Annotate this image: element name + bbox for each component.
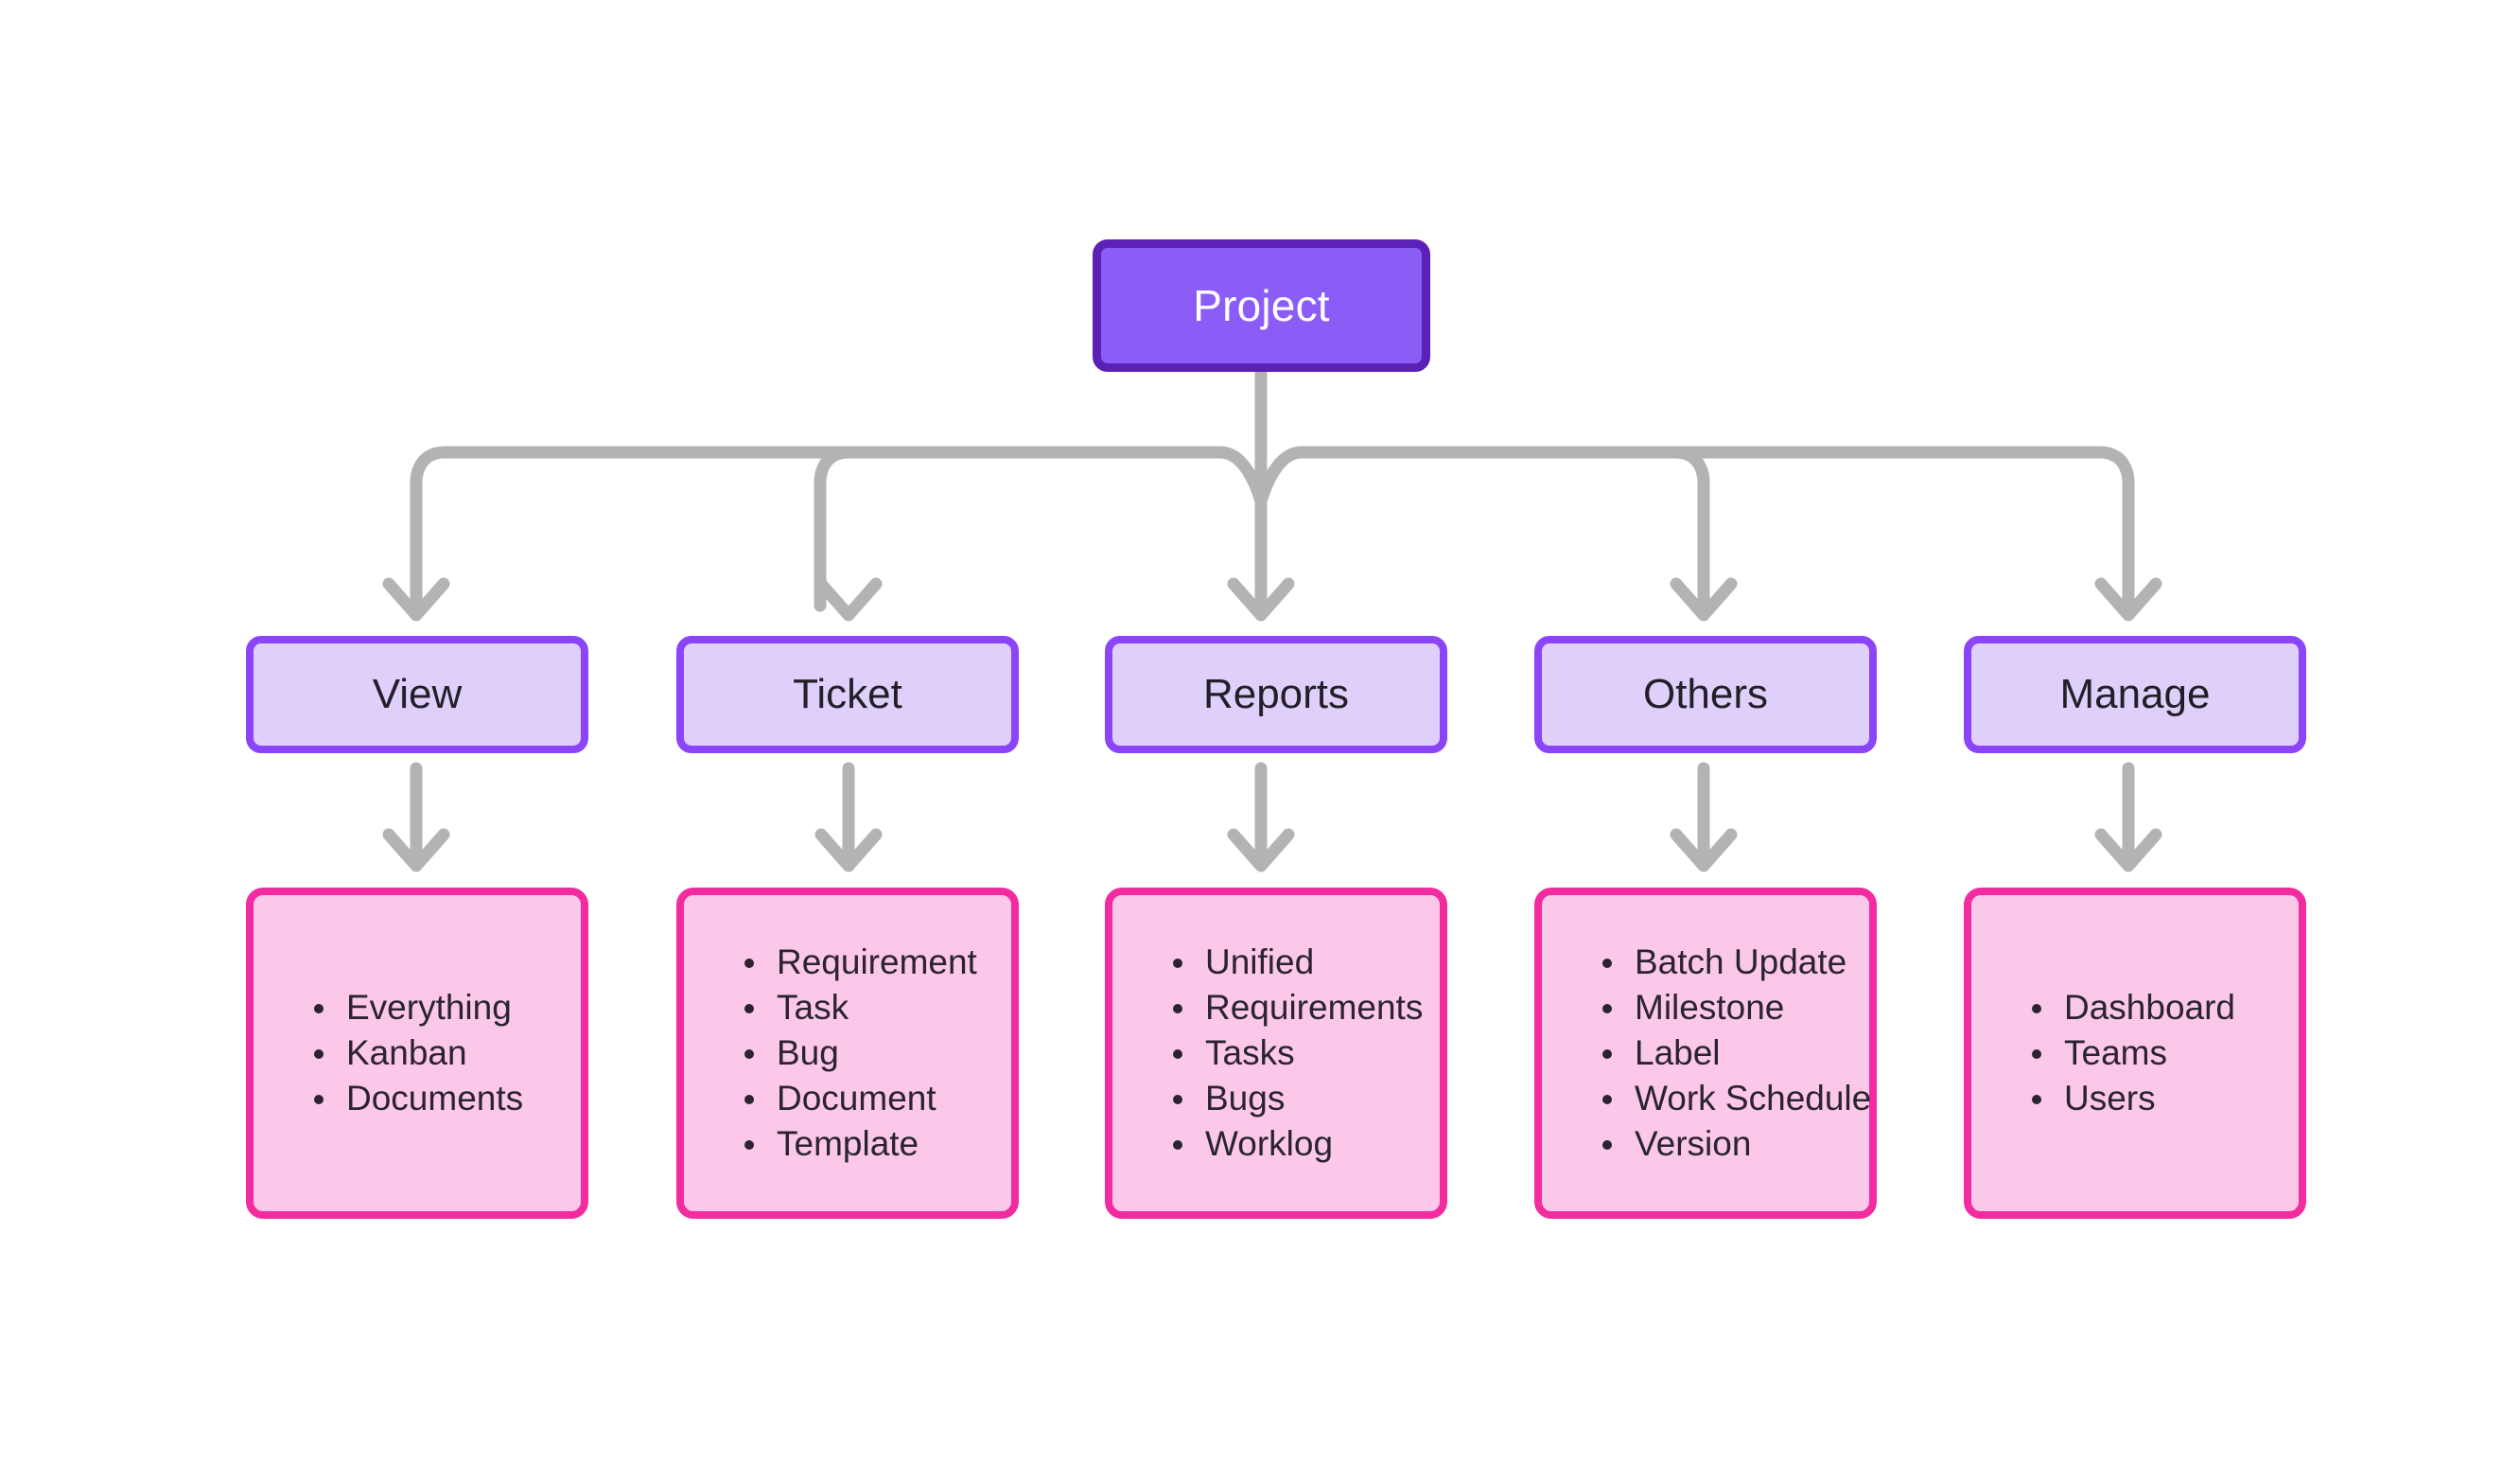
leaf-list-item: Template xyxy=(743,1121,977,1167)
leaf-list-item: Unified xyxy=(1171,940,1423,985)
leaf-list-item: Users xyxy=(2030,1076,2235,1121)
arrowhead-reports-leaf xyxy=(1227,828,1295,872)
node-reports-label: Reports xyxy=(1202,671,1350,717)
node-view[interactable]: View xyxy=(246,636,588,753)
leaf-list-item: Bug xyxy=(743,1030,977,1076)
arrowhead-manage-leaf xyxy=(2094,828,2162,872)
node-manage-label: Manage xyxy=(2059,671,2211,717)
connector-bus-right-2 xyxy=(1295,446,1710,612)
node-reports[interactable]: Reports xyxy=(1105,636,1447,753)
node-view-label: View xyxy=(372,671,463,717)
connector-bus-left xyxy=(410,446,1268,612)
node-project-label: Project xyxy=(1193,281,1330,330)
arrowhead-manage xyxy=(2094,577,2162,622)
leaf-list-item: Work Schedule xyxy=(1601,1076,1871,1121)
node-ticket-label: Ticket xyxy=(793,671,902,717)
leaf-list-item: Requirements xyxy=(1171,985,1423,1030)
leaf-list-item: Everything xyxy=(312,985,523,1030)
leaf-list-item: Label xyxy=(1601,1030,1871,1076)
arrowhead-view-leaf xyxy=(382,828,450,872)
leaf-list-item: Bugs xyxy=(1171,1076,1423,1121)
leaf-list-item: Kanban xyxy=(312,1030,523,1076)
leaf-list-item: Documents xyxy=(312,1076,523,1121)
leaf-list-item: Tasks xyxy=(1171,1030,1423,1076)
leaf-list-item: Batch Update xyxy=(1601,940,1871,985)
leaf-list-item: Requirement xyxy=(743,940,977,985)
arrowhead-reports xyxy=(1227,577,1295,622)
leaf-list-item: Worklog xyxy=(1171,1121,1423,1167)
node-manage[interactable]: Manage xyxy=(1964,636,2306,753)
leaf-list-item: Version xyxy=(1601,1121,1871,1167)
node-project[interactable]: Project xyxy=(1093,239,1430,372)
arrowhead-others-leaf xyxy=(1670,828,1738,872)
leaf-list-item: Task xyxy=(743,985,977,1030)
arrowhead-ticket-leaf xyxy=(814,828,883,872)
leaf-list-item: Dashboard xyxy=(2030,985,2235,1030)
arrowhead-ticket xyxy=(814,577,883,622)
node-ticket[interactable]: Ticket xyxy=(676,636,1019,753)
connector-bus-left-2 xyxy=(814,446,1227,612)
node-others[interactable]: Others xyxy=(1534,636,1877,753)
arrowhead-others xyxy=(1670,577,1738,622)
connector-bus-right xyxy=(1254,446,2135,612)
leaf-list-item: Milestone xyxy=(1601,985,1871,1030)
node-others-label: Others xyxy=(1642,671,1769,717)
leaf-list-item: Teams xyxy=(2030,1030,2235,1076)
arrowhead-view xyxy=(382,577,450,622)
leaf-list-item: Document xyxy=(743,1076,977,1121)
